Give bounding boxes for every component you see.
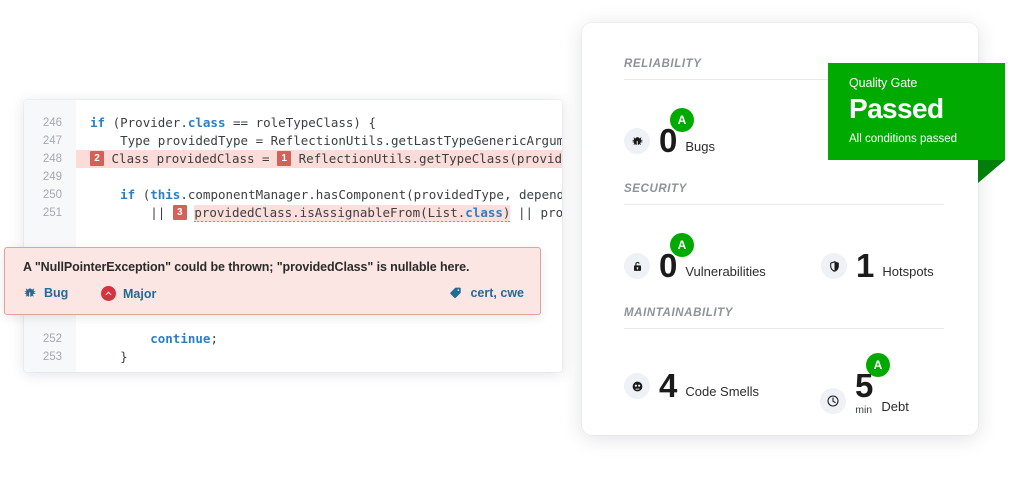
bug-icon [23, 286, 37, 300]
metric-label: Vulnerabilities [685, 264, 766, 279]
code-content: if (this.componentManager.hasComponent(p… [120, 187, 562, 202]
section-divider [624, 79, 944, 80]
open-lock-icon [624, 253, 650, 279]
section-divider [624, 204, 944, 205]
code-text: Class providedClass = [111, 151, 278, 166]
issue-severity[interactable]: Major [101, 286, 156, 301]
code-viewer-panel: 246 if (Provider.class == roleTypeClass)… [24, 100, 562, 372]
metric-value: 4 [659, 367, 677, 404]
line-number: 252 [24, 330, 76, 348]
metric-value-wrap: 5 min [855, 367, 873, 416]
code-content: 2 Class providedClass = 1 ReflectionUtil… [76, 150, 562, 168]
code-content: || 3 providedClass.isAssignableFrom(List… [76, 204, 562, 222]
line-number: 253 [24, 348, 76, 366]
section-divider [624, 328, 944, 329]
metric-bugs[interactable]: 0 Bugs A [624, 108, 715, 159]
code-line-253[interactable]: 253 } [24, 348, 562, 366]
issue-tooltip[interactable]: A "NullPointerException" could be thrown… [4, 247, 541, 315]
section-title: SECURITY [624, 183, 687, 195]
metric-label: Debt [881, 399, 909, 414]
issue-marker-1[interactable]: 1 [277, 151, 292, 166]
keyword-this: this [150, 187, 181, 202]
code-content: Type providedType = ReflectionUtils.getL… [76, 132, 562, 150]
code-line-252[interactable]: 252 continue; [24, 330, 562, 348]
metric-value: 0 [659, 122, 677, 159]
metric-value-wrap: 4 [659, 367, 677, 404]
quality-gate-banner[interactable]: Quality Gate Passed All conditions passe… [828, 63, 1005, 160]
issue-type-label: Bug [44, 286, 69, 300]
line-number: 246 [24, 114, 76, 132]
code-text: Type providedType = ReflectionUtils.getL… [120, 133, 562, 148]
code-line-249[interactable]: 249 [24, 168, 562, 186]
metric-value-wrap: 1 [856, 247, 874, 284]
quality-gate-conditions: All conditions passed [849, 133, 958, 145]
line-number: 248 [24, 150, 76, 168]
keyword-if: if [120, 187, 136, 202]
issue-message: A "NullPointerException" could be thrown… [23, 260, 470, 274]
shield-icon [821, 253, 847, 279]
keyword-class: class [465, 205, 503, 220]
tag-icon [448, 286, 463, 300]
code-line-251[interactable]: 251 || 3 providedClass.isAssignableFrom(… [24, 204, 562, 222]
code-text: } [120, 349, 128, 364]
code-smell-icon [624, 373, 650, 399]
section-title: RELIABILITY [624, 58, 702, 70]
metric-value: 1 [856, 247, 874, 284]
code-content: continue; [150, 331, 218, 346]
metric-label: Code Smells [685, 384, 760, 399]
code-content: if (Provider.class == roleTypeClass) { [90, 115, 377, 130]
section-reliability: RELIABILITY [624, 58, 944, 80]
clock-icon [820, 388, 846, 414]
keyword-if: if [90, 115, 106, 130]
quality-gate-status: Passed [849, 93, 944, 124]
section-security: SECURITY [624, 183, 944, 205]
section-maintainability: MAINTAINABILITY [624, 307, 944, 329]
line-number: 249 [24, 168, 76, 186]
keyword-class: class [187, 115, 226, 130]
section-title: MAINTAINABILITY [624, 307, 734, 319]
issue-tags[interactable]: cert, cwe [448, 286, 524, 300]
metric-value: 0 [659, 247, 677, 284]
rating-badge-security[interactable]: A [670, 233, 694, 257]
issue-type[interactable]: Bug [23, 286, 68, 300]
metric-value-wrap: 0 [659, 247, 677, 284]
code-text: || [150, 205, 173, 220]
issue-marker-3[interactable]: 3 [172, 205, 187, 220]
line-number: 247 [24, 132, 76, 150]
code-content: } [76, 348, 562, 366]
rating-badge-maintainability[interactable]: A [866, 353, 890, 377]
code-highlight: providedClass.isAssignableFrom(List.clas… [194, 205, 511, 222]
ribbon-fold-icon [978, 160, 1005, 183]
line-number: 250 [24, 186, 76, 204]
metric-hotspots[interactable]: 1 Hotspots [821, 247, 934, 284]
metric-code-smells[interactable]: 4 Code Smells [624, 367, 760, 404]
quality-gate-title: Quality Gate [849, 76, 918, 90]
bug-icon [624, 128, 650, 154]
metric-unit: min [855, 404, 873, 416]
rating-badge-reliability[interactable]: A [670, 108, 694, 132]
line-number: 251 [24, 204, 76, 222]
keyword-continue: continue [150, 331, 211, 346]
metric-vulnerabilities[interactable]: 0 Vulnerabilities A [624, 233, 766, 284]
issue-marker-2[interactable]: 2 [90, 151, 104, 166]
issue-tags-label: cert, cwe [470, 286, 524, 300]
issue-severity-label: Major [123, 286, 157, 301]
code-line-250[interactable]: 250 if (this.componentManager.hasCompone… [24, 186, 562, 204]
code-text: || providedClass.isA [517, 205, 562, 220]
metric-label: Bugs [685, 139, 715, 154]
metric-label: Hotspots [882, 264, 934, 279]
code-line-247[interactable]: 247 Type providedType = ReflectionUtils.… [24, 132, 562, 150]
metric-value: 5 [855, 367, 873, 404]
metric-debt[interactable]: 5 min Debt A [820, 353, 909, 416]
metric-value-wrap: 0 [659, 122, 677, 159]
code-line-248[interactable]: 248 2 Class providedClass = 1 Reflection… [24, 150, 562, 168]
code-text: ReflectionUtils.getTypeClass(providedTyp… [298, 151, 562, 166]
severity-major-icon [101, 286, 116, 301]
code-line-246[interactable]: 246 if (Provider.class == roleTypeClass)… [24, 114, 562, 132]
